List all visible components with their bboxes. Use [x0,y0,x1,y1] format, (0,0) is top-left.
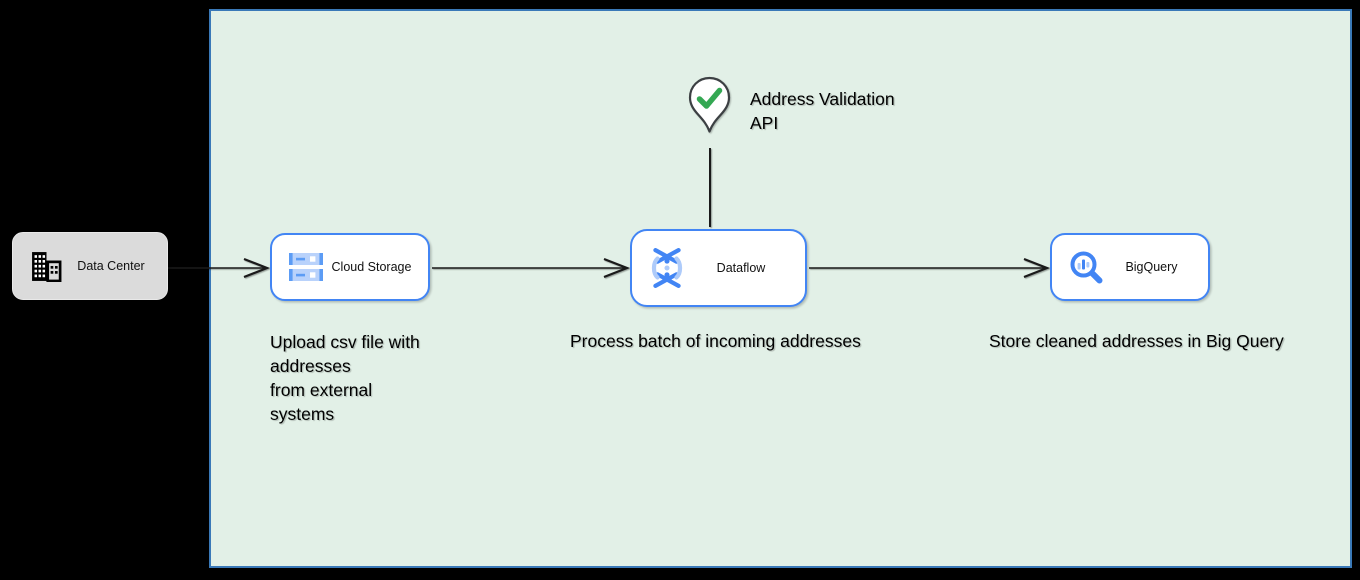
dataflow-icon [649,248,685,288]
api-marker-label: Address Validation API [750,89,895,133]
caption-process-batch: Process batch of incoming addresses [570,331,861,351]
bigquery-label: BigQuery [1125,260,1178,274]
buildings-icon [30,251,63,282]
dataflow-label: Dataflow [716,261,766,275]
caption-store-cleaned: Store cleaned addresses in Big Query [989,331,1284,351]
location-pin-check-icon[interactable] [686,76,733,138]
node-bigquery[interactable]: BigQuery [1050,233,1210,301]
bigquery-icon [1069,250,1103,284]
node-dataflow[interactable]: Dataflow [630,229,807,307]
node-data-center[interactable]: Data Center [12,232,168,300]
cloud-storage-icon [289,252,323,282]
caption-upload-csv: Upload csv file with addresses from exte… [270,332,420,424]
data-center-label: Data Center [77,259,145,273]
node-cloud-storage[interactable]: Cloud Storage [270,233,430,301]
cloud-storage-label: Cloud Storage [331,260,412,274]
